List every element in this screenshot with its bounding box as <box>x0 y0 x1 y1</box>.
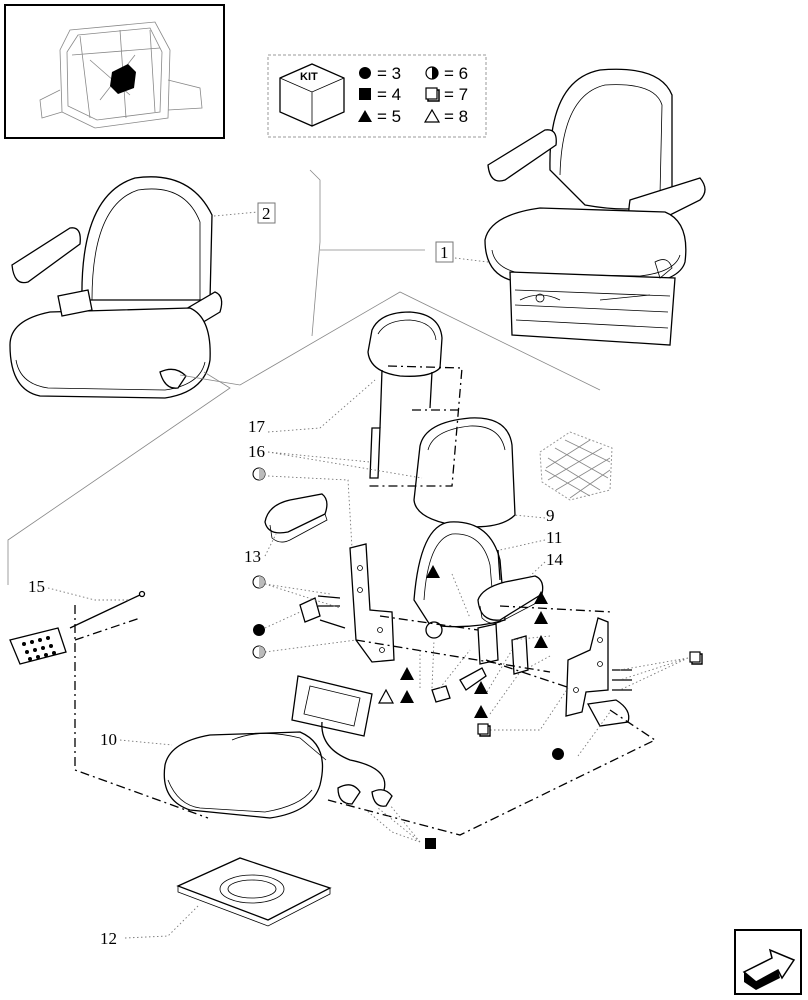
callout-1-box <box>435 241 454 263</box>
assembly-dashed-lines <box>74 365 657 836</box>
half-circle-callout <box>252 575 266 589</box>
right-side-bracket <box>565 617 632 717</box>
callout-symbols <box>252 467 703 849</box>
callout-12: 12 <box>100 929 117 948</box>
callout-15: 15 <box>28 577 45 596</box>
filled-circle-callout <box>253 624 265 636</box>
open-triangle-symbol <box>423 108 441 123</box>
leader-lines <box>47 211 689 939</box>
callout-2-box <box>257 202 276 224</box>
legend-entry-open-triangle: = 8 <box>444 107 468 126</box>
callout-14: 14 <box>546 550 564 569</box>
open-square-symbol <box>425 87 440 102</box>
half-circle-symbol <box>425 66 439 80</box>
legend-entry-filled-triangle: = 5 <box>377 107 401 126</box>
filled-triangle-callout <box>534 611 548 624</box>
filled-circle-callout <box>552 748 564 760</box>
filled-triangle-symbol <box>358 110 372 122</box>
legend-entry-filled-circle: = 3 <box>377 64 401 83</box>
next-page-arrow-icon[interactable] <box>734 929 802 995</box>
half-circle-callout <box>252 467 266 481</box>
seat-cushion <box>163 731 327 819</box>
kit-label: KIT <box>300 71 318 83</box>
callout-17: 17 <box>248 417 266 436</box>
right-armrest <box>477 575 544 624</box>
filled-circle-symbol <box>359 67 371 79</box>
legend-entry-half-circle: = 6 <box>444 64 468 83</box>
open-square-callout <box>477 723 491 737</box>
callout-13: 13 <box>244 547 261 566</box>
filled-triangle-callout <box>474 681 488 694</box>
filled-triangle-callout <box>534 591 548 604</box>
legend-entry-filled-square: = 4 <box>377 85 401 104</box>
filled-square-callout <box>425 838 436 849</box>
callout-10: 10 <box>100 730 117 749</box>
callout-11: 11 <box>546 528 562 547</box>
open-square-callout <box>689 651 703 665</box>
seat-base-plate <box>176 857 332 927</box>
heating-pad <box>291 675 393 807</box>
filled-triangle-callout <box>474 705 488 718</box>
backrest-cover <box>413 417 516 528</box>
legend-entry-open-square: = 7 <box>444 85 468 104</box>
callout-1: 1 <box>440 243 449 262</box>
filled-square-symbol <box>359 88 371 100</box>
callout-16: 16 <box>248 442 265 461</box>
open-triangle-callout <box>377 688 395 704</box>
left-side-bracket <box>299 543 395 663</box>
part-number-callouts: 1 2 17 16 9 11 14 13 15 10 12 <box>28 202 564 948</box>
quilted-fabric-detail <box>539 431 613 501</box>
filled-triangle-callout <box>534 635 548 648</box>
remote-control <box>9 590 146 665</box>
half-circle-callout <box>252 645 266 659</box>
callout-2: 2 <box>262 204 271 223</box>
seat-cushion-group <box>9 176 223 399</box>
filled-triangle-callout <box>426 565 440 578</box>
filled-triangle-callout <box>400 667 414 680</box>
headrest <box>367 311 443 429</box>
left-armrest <box>264 493 328 543</box>
section-boundary-lines <box>7 169 601 585</box>
kit-box-icon <box>279 63 345 127</box>
callout-9: 9 <box>546 506 555 525</box>
complete-seat-assembly <box>484 68 706 346</box>
seat-location-marker <box>110 64 136 94</box>
tractor-cab-thumbnail <box>4 4 225 139</box>
kit-legend: KIT = 3 = 6 = 4 = 7 = 5 = 8 <box>267 54 487 138</box>
filled-triangle-callout <box>400 690 414 703</box>
